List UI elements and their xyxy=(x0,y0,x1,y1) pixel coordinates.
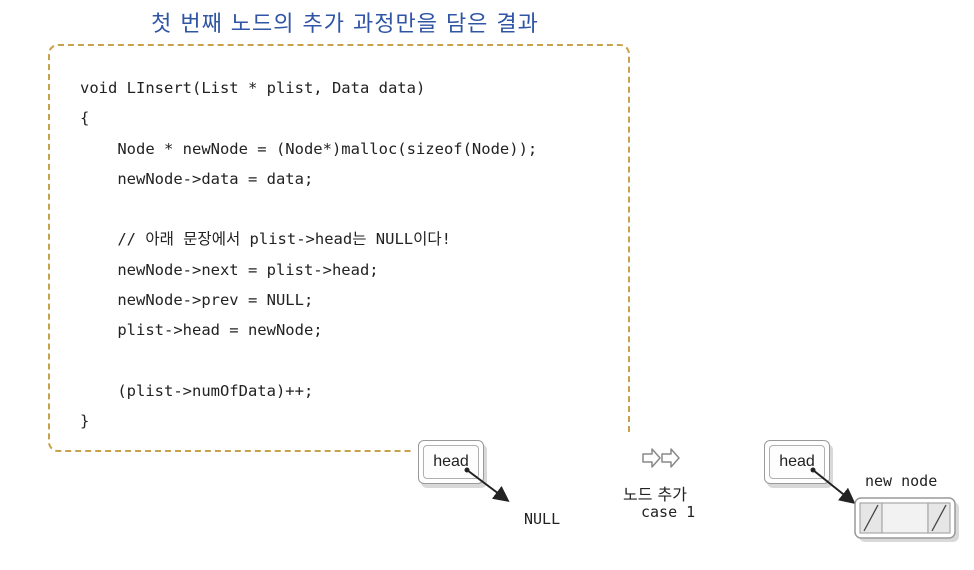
code-line: { xyxy=(80,109,90,128)
code-block: void LInsert(List * plist, Data data) { … xyxy=(80,73,537,437)
node-value: 4 xyxy=(900,509,910,526)
transition-label-line2: case 1 xyxy=(641,503,696,521)
code-line: newNode->data = data; xyxy=(80,169,314,188)
after-head-node: head xyxy=(764,440,830,484)
after-head-label: head xyxy=(769,445,825,479)
null-label: NULL xyxy=(524,510,561,528)
code-line xyxy=(80,346,537,376)
code-line: plist->head = newNode; xyxy=(80,321,323,340)
code-line: (plist->numOfData)++; xyxy=(80,381,314,400)
code-line: newNode->prev = NULL; xyxy=(80,291,314,310)
code-line: } xyxy=(80,412,90,431)
code-box xyxy=(48,44,630,452)
code-line: Node * newNode = (Node*)malloc(sizeof(No… xyxy=(80,139,538,158)
transition-label-line1: 노드 추가 xyxy=(623,485,687,504)
code-line: newNode->next = plist->head; xyxy=(80,260,379,279)
before-head-node: head xyxy=(418,440,484,484)
code-line: // 아래 문장에서 plist->head는 NULL이다! xyxy=(80,230,451,249)
new-node-label: new node xyxy=(865,472,938,490)
before-head-label: head xyxy=(423,445,479,479)
code-line xyxy=(80,194,537,224)
diagram-title: 첫 번째 노드의 추가 과정만을 담은 결과 xyxy=(151,12,539,37)
code-line: void LInsert(List * plist, Data data) xyxy=(80,79,426,97)
